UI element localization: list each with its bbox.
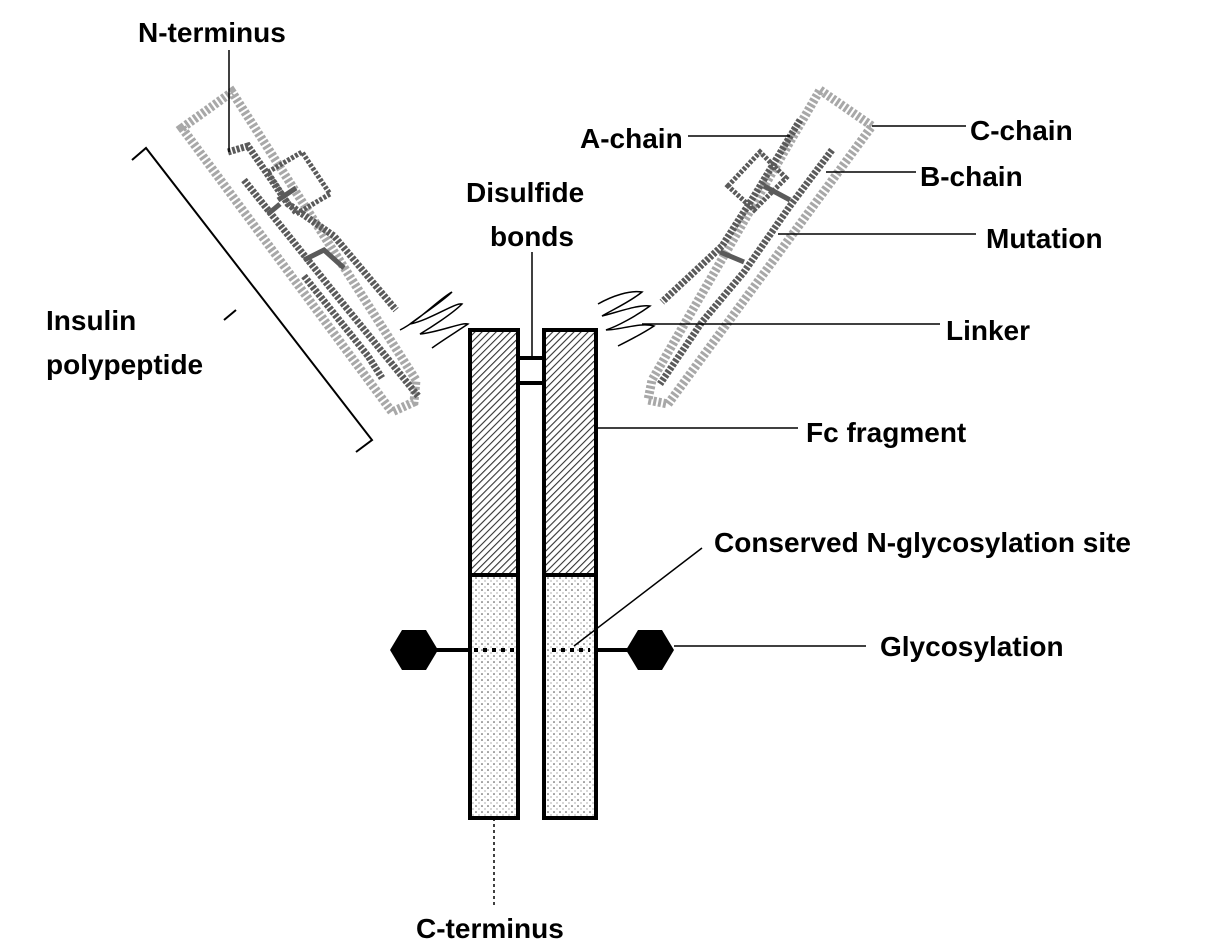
label-glycosylation: Glycosylation (880, 631, 1064, 662)
label-c-terminus: C-terminus (416, 913, 564, 944)
label-a-chain: A-chain (580, 123, 683, 154)
label-mutation: Mutation (986, 223, 1103, 254)
fc-right-dotted (544, 575, 596, 818)
label-disulfide-line1: Disulfide (466, 177, 584, 208)
fc-right-hatched (544, 330, 596, 575)
disulfide-bonds (518, 358, 544, 383)
insulin-arm-left (182, 92, 418, 412)
label-fc-fragment: Fc fragment (806, 417, 966, 448)
glycan-hexagon-icon (390, 630, 438, 670)
label-disulfide-line2: bonds (490, 221, 574, 252)
label-insulin-line2: polypeptide (46, 349, 203, 380)
label-glyco-site: Conserved N-glycosylation site (714, 527, 1131, 558)
b-chain-right (660, 150, 832, 384)
label-linker: Linker (946, 315, 1030, 346)
a-chain-right (662, 120, 800, 302)
label-b-chain: B-chain (920, 161, 1023, 192)
fc-left-dotted (470, 575, 518, 818)
linker-left (400, 292, 468, 348)
label-insulin-line1: Insulin (46, 305, 136, 336)
fc-left-hatched (470, 330, 518, 575)
label-c-chain: C-chain (970, 115, 1073, 146)
glycosylation-left (390, 630, 470, 670)
glycan-hexagon-icon (626, 630, 674, 670)
label-n-terminus: N-terminus (138, 17, 286, 48)
glycosylation-right (596, 630, 674, 670)
fc-fragment (470, 330, 596, 818)
linker-right (598, 292, 654, 346)
